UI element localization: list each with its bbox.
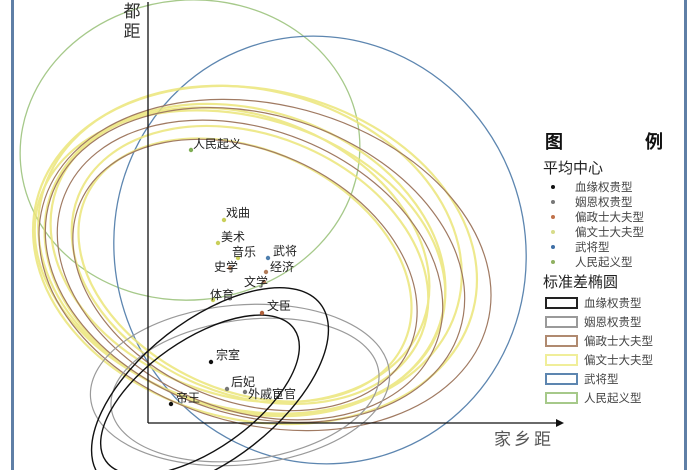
- legend-ellipse-item: 偏文士大夫型: [543, 350, 683, 369]
- point-label: 宗室: [216, 348, 241, 362]
- y-axis-label-line2: 距: [123, 22, 141, 42]
- legend-item-label: 武将型: [584, 371, 619, 386]
- dot-icon: [551, 259, 555, 264]
- ellipse-swatch-icon: [545, 353, 578, 366]
- point-label: 体育: [210, 288, 235, 302]
- point-label: 外戚宦官: [248, 387, 297, 401]
- legend-item-label: 偏文士大夫型: [575, 224, 644, 239]
- figure-frame-left: [11, 0, 14, 470]
- legend-ellipse-heading: 标准差椭圆: [543, 273, 619, 291]
- point-label: 武将: [273, 244, 298, 258]
- point-label: 戏曲: [226, 206, 251, 220]
- mean-center-point: [259, 310, 265, 316]
- x-axis-label: 家乡距: [494, 430, 554, 450]
- dot-icon: [551, 229, 555, 234]
- mean-center-point: [242, 389, 248, 395]
- legend-item-label: 人民起义型: [584, 390, 642, 405]
- legend-item-label: 武将型: [575, 239, 610, 254]
- mean-center-point: [224, 386, 230, 392]
- mean-center-point: [227, 265, 233, 271]
- legend-item-label: 血缘权贵型: [575, 179, 633, 194]
- ellipse-swatch-icon: [545, 315, 578, 328]
- legend-ellipse-item: 姻恩权贵型: [543, 312, 683, 331]
- mean-center-point: [261, 279, 267, 285]
- ellipse-military: [113, 35, 527, 465]
- legend-ellipse-list: 血缘权贵型姻恩权贵型偏政士大夫型偏文士大夫型武将型人民起义型: [543, 293, 683, 407]
- legend-mean-center-item: 姻恩权贵型: [543, 194, 683, 209]
- dot-icon: [551, 199, 555, 204]
- legend-mean-center-heading: 平均中心: [543, 159, 604, 177]
- legend-item-label: 偏文士大夫型: [584, 352, 653, 367]
- mean-center-point: [168, 401, 174, 407]
- mean-center-points: [168, 147, 271, 407]
- ellipse-swatch-icon: [545, 296, 578, 309]
- dot-icon: [551, 244, 555, 249]
- legend-ellipse-item: 武将型: [543, 369, 683, 388]
- legend-mean-center-item: 血缘权贵型: [543, 179, 683, 194]
- ellipse-swatch-icon: [545, 334, 578, 347]
- ellipse-swatch-icon: [545, 391, 578, 404]
- legend-item-label: 姻恩权贵型: [575, 194, 633, 209]
- point-label: 经济: [270, 260, 295, 274]
- legend-item-label: 偏政士大夫型: [575, 209, 644, 224]
- ellipses-bloodline: [90, 286, 330, 470]
- legend-title: 图 例: [543, 128, 663, 154]
- ellipse-uprising: [19, 0, 361, 301]
- mean-center-point: [263, 269, 269, 275]
- point-label: 美术: [221, 230, 246, 244]
- legend: 图 例 平均中心 血缘权贵型姻恩权贵型偏政士大夫型偏文士大夫型武将型人民起义型 …: [543, 128, 683, 407]
- legend-mean-center-item: 武将型: [543, 239, 683, 254]
- legend-mean-center-item: 偏文士大夫型: [543, 224, 683, 239]
- legend-item-label: 姻恩权贵型: [584, 314, 642, 329]
- point-label: 文学: [244, 275, 269, 289]
- mean-center-point: [215, 240, 221, 246]
- mean-center-point: [208, 359, 214, 365]
- legend-mean-center-list: 血缘权贵型姻恩权贵型偏政士大夫型偏文士大夫型武将型人民起义型: [543, 179, 683, 269]
- y-axis-label-line1: 都: [123, 2, 141, 22]
- point-label: 音乐: [232, 245, 257, 259]
- y-axis-label: 都 距: [123, 2, 141, 42]
- ellipse-swatch-icon: [545, 372, 578, 385]
- legend-ellipse-item: 偏政士大夫型: [543, 331, 683, 350]
- figure-frame-right: [684, 0, 687, 470]
- point-label: 后妃: [231, 375, 256, 389]
- legend-mean-center-item: 偏政士大夫型: [543, 209, 683, 224]
- mean-center-point: [188, 147, 194, 153]
- point-label: 史学: [214, 260, 239, 274]
- legend-item-label: 人民起义型: [575, 254, 633, 269]
- legend-item-label: 血缘权贵型: [584, 295, 642, 310]
- legend-item-label: 偏政士大夫型: [584, 333, 653, 348]
- point-label: 帝王: [176, 391, 201, 405]
- legend-ellipse-item: 血缘权贵型: [543, 293, 683, 312]
- dot-icon: [551, 214, 555, 219]
- point-label: 文臣: [267, 299, 292, 313]
- x-axis-arrow-icon: [556, 419, 564, 427]
- mean-center-point: [210, 297, 216, 303]
- ellipses-politics: [38, 98, 492, 432]
- mean-center-point: [265, 255, 271, 261]
- mean-center-point: [221, 217, 227, 223]
- legend-title-right: 例: [645, 132, 663, 153]
- mean-center-point: [235, 255, 241, 261]
- legend-ellipse-item: 人民起义型: [543, 388, 683, 407]
- legend-mean-center-item: 人民起义型: [543, 254, 683, 269]
- ellipses-literati: [31, 84, 479, 426]
- point-label: 人民起义: [193, 137, 242, 151]
- legend-title-left: 图: [545, 132, 563, 153]
- dot-icon: [551, 184, 555, 189]
